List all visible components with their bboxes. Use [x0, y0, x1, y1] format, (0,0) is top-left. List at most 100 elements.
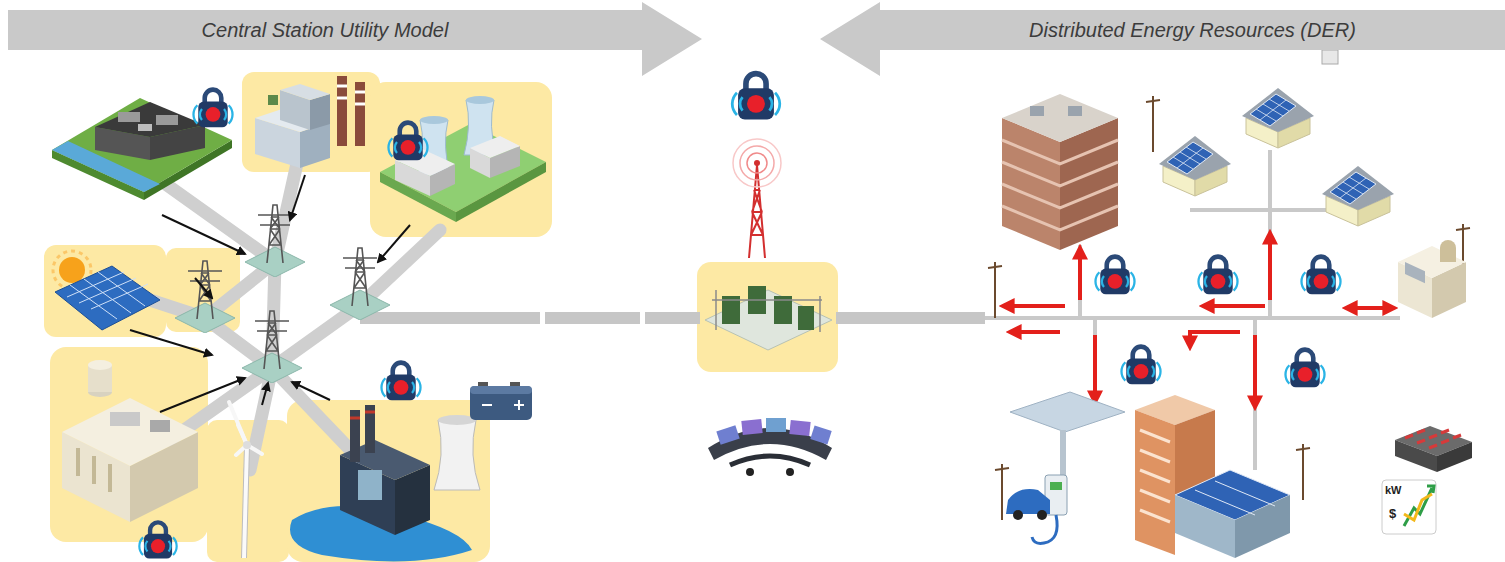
control-room-part [716, 425, 739, 444]
solar-panel-part [67, 272, 148, 319]
utility-poles-part [1296, 444, 1310, 500]
flow-arrows-part [292, 382, 330, 400]
highlight-grounds-part [207, 420, 289, 562]
solar-homes [1159, 88, 1394, 226]
solar-homes-part [1322, 166, 1394, 226]
transmission-paths-part [272, 305, 360, 368]
highlight-grounds-part [697, 262, 838, 372]
battery-bank-part [1405, 430, 1461, 448]
security-locks-part [1301, 257, 1340, 295]
substation-part [705, 290, 832, 350]
wind-turbine-part [229, 402, 247, 445]
wind-turbine-part [243, 441, 251, 449]
wind-turbine [229, 402, 262, 558]
transmission-paths-part [272, 368, 360, 460]
highlight-grounds-part [242, 72, 380, 172]
distribution-lines-part [1078, 245, 1082, 318]
nuclear-plant-part [466, 96, 494, 104]
office-tower [1002, 94, 1118, 250]
transmission-line-part [545, 312, 640, 324]
nuclear-plant-part [420, 116, 448, 124]
battery-bank-part [1395, 440, 1437, 472]
water-plant-part [95, 102, 205, 137]
substation [705, 286, 832, 350]
small-factory-part [1440, 248, 1456, 262]
utility-poles [988, 96, 1470, 520]
light-bulb-part [1322, 50, 1338, 64]
highlight-grounds-part [166, 248, 240, 332]
office-tower-part [1002, 140, 1118, 230]
price-chart-icon-part [1427, 486, 1434, 493]
control-room-part [766, 418, 786, 432]
office-tower-part [1068, 106, 1082, 116]
control-room-part [746, 468, 754, 476]
distribution-lines-part [1268, 210, 1272, 318]
power-flow-arrows-part [1005, 304, 1065, 308]
gas-plant [255, 76, 365, 168]
control-room [708, 418, 832, 476]
ev-charger-part [1037, 510, 1047, 520]
power-flow-arrows-part [1012, 330, 1060, 334]
transmission-line-part [360, 312, 540, 324]
security-locks-part [1198, 257, 1237, 295]
nuclear-plant [380, 96, 546, 222]
power-flow-arrows-part [1268, 235, 1272, 300]
radio-antenna [733, 139, 781, 258]
gas-plant-part [337, 86, 365, 104]
wind-turbine-part [244, 445, 247, 558]
thermal-plant [290, 405, 480, 561]
unit-label: kW [1385, 484, 1402, 496]
security-locks-part [193, 90, 232, 128]
price-chart-icon [1382, 480, 1436, 534]
transmission-line [360, 312, 985, 324]
highlight-grounds-part [50, 347, 208, 542]
banner-arrow-fill [8, 2, 702, 76]
office-tower-part [1030, 106, 1044, 116]
wind-turbine-part [244, 445, 247, 558]
transmission-towers-part [242, 311, 302, 383]
security-locks-part [139, 522, 176, 558]
power-flow-arrows-part [1078, 250, 1082, 300]
flow-arrows-part [160, 378, 245, 412]
control-room-part [786, 468, 794, 476]
small-factory-part [1405, 262, 1425, 283]
substation-part [712, 290, 822, 332]
small-factory [1398, 240, 1466, 318]
flow-arrows [130, 175, 410, 412]
office-tower-part [1002, 94, 1118, 142]
gas-plant-part [310, 94, 330, 130]
radio-antenna-part [747, 153, 767, 173]
power-flow-arrows-part [1348, 306, 1392, 310]
thermal-plant-part [350, 412, 375, 418]
flow-arrows-part [162, 215, 245, 254]
banner-arrow-fill [820, 2, 1505, 76]
security-locks-part [381, 363, 420, 401]
gas-plant-part [268, 95, 278, 105]
transmission-paths-part [160, 180, 275, 262]
unit-label: $ [1389, 507, 1396, 521]
power-flow-arrows-part [1093, 335, 1097, 400]
security-locks [139, 74, 1340, 559]
banner-arrow: Central Station Utility Model [8, 2, 702, 76]
solar-homes-part [1242, 88, 1314, 148]
water-plant-part [138, 124, 152, 131]
highlight-grounds [44, 72, 838, 562]
control-room-part [741, 419, 762, 435]
distribution-lines-part [1093, 318, 1097, 410]
commercial-building-part [1135, 410, 1175, 555]
battery-icon-part [482, 400, 524, 410]
price-chart-icon-part [1404, 494, 1432, 520]
battery-icon-part [470, 386, 532, 394]
battery-icon [470, 382, 532, 420]
utility-poles-part [1146, 96, 1160, 152]
utility-poles-part [988, 262, 1002, 318]
commercial-building-part [1235, 495, 1290, 558]
commercial-building [1135, 395, 1290, 558]
ev-charger-part [1050, 482, 1062, 490]
substation-part [798, 306, 814, 330]
solar-homes-part [1159, 136, 1231, 196]
flow-arrows-part [262, 383, 268, 405]
